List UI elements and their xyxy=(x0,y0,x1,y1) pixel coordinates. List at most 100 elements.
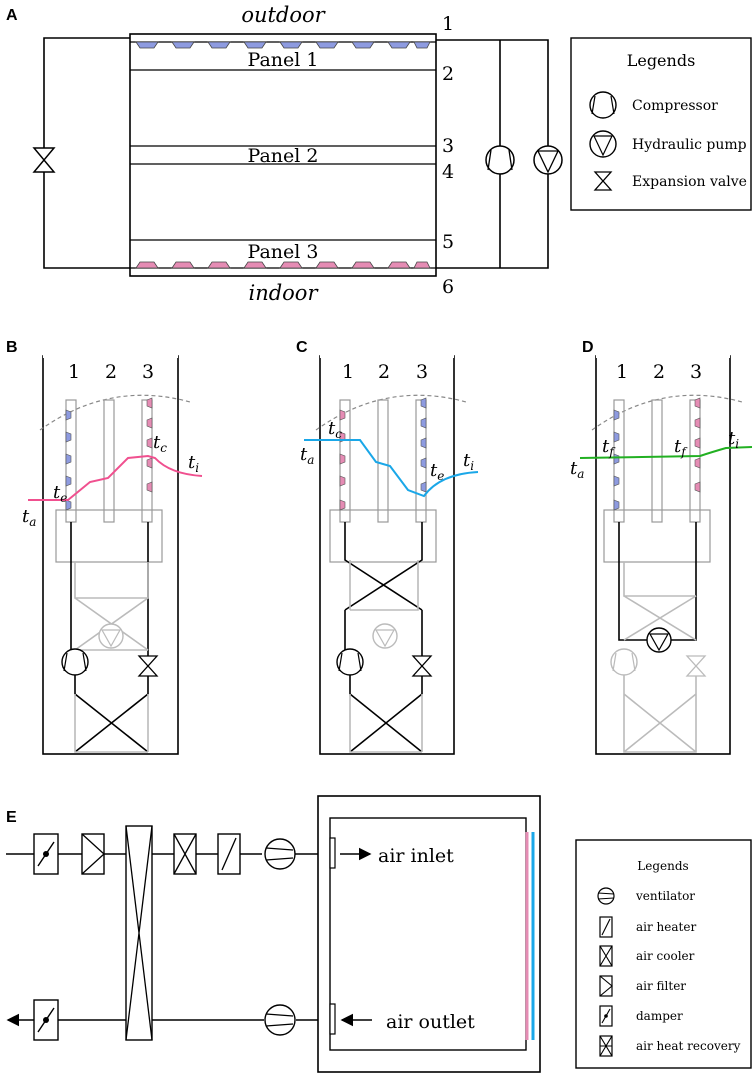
b-ta: t xyxy=(22,506,30,527)
c-tc-sub: c xyxy=(335,427,342,441)
svg-text:ti: ti xyxy=(463,450,474,473)
svg-text:tc: tc xyxy=(328,418,342,441)
panel-label-a: A xyxy=(6,7,18,24)
svg-text:tc: tc xyxy=(153,432,167,455)
air-heat-recovery-unit-icon xyxy=(125,825,153,1041)
legend-air-filter-label: air filter xyxy=(636,979,686,993)
panel-2-label: Panel 2 xyxy=(248,145,319,167)
d-col-3: 3 xyxy=(690,361,702,383)
b-tc: t xyxy=(153,432,161,453)
d-pump-icon xyxy=(646,627,672,653)
c-ta: t xyxy=(300,444,308,465)
compressor-icon xyxy=(485,145,515,175)
exhaust-damper-icon xyxy=(33,999,59,1041)
panel-label-d: D xyxy=(582,339,594,356)
legend-hydraulic-pump-label: Hydraulic pump xyxy=(632,137,747,153)
c-tc: t xyxy=(328,418,336,439)
indoor-fins xyxy=(135,261,431,269)
diagram-c: C 1 2 3 ta tc te ti xyxy=(296,339,479,755)
c-col-2: 2 xyxy=(378,361,390,383)
layer-number-3: 3 xyxy=(442,135,454,157)
air-inlet-label: air inlet xyxy=(378,845,454,867)
legend-damper-label: damper xyxy=(636,1009,683,1023)
c-valve-icon xyxy=(411,655,433,677)
supply-ventilator-icon xyxy=(264,838,296,870)
legend-expansion-valve-icon xyxy=(593,171,613,191)
hydraulic-pump-icon xyxy=(533,145,563,175)
air-heater-unit-icon xyxy=(217,833,241,875)
legend-a-title: Legends xyxy=(627,51,696,70)
diagram-a: A xyxy=(6,3,563,305)
outdoor-label: outdoor xyxy=(241,3,326,27)
b-te-sub: e xyxy=(60,491,67,505)
left-refrigerant-loop xyxy=(43,37,130,269)
wall-box xyxy=(129,33,437,277)
legend-ventilator-label: ventilator xyxy=(635,889,695,903)
layer-numbers: 1 2 3 4 5 6 xyxy=(442,13,454,298)
legend-ventilator-icon xyxy=(597,887,615,905)
b-col-1: 1 xyxy=(68,361,80,383)
panel-3-label: Panel 3 xyxy=(248,241,319,263)
legend-a: Legends Compressor Hydraulic pump Expans… xyxy=(570,37,752,211)
d-tf2-sub: f xyxy=(680,445,688,459)
svg-text:ti: ti xyxy=(188,452,199,475)
legend-e: Legends ventilator air heater air cooler… xyxy=(575,839,752,1069)
diagram-e: E xyxy=(6,795,541,1073)
svg-text:tf: tf xyxy=(674,436,688,459)
panel-label-e: E xyxy=(6,809,17,826)
b-te: t xyxy=(53,482,61,503)
c-ti-sub: i xyxy=(470,459,474,473)
c-te-sub: e xyxy=(437,469,444,483)
legend-air-filter-icon xyxy=(599,975,613,997)
c-ta-sub: a xyxy=(307,453,314,467)
d-tf2: t xyxy=(674,436,682,457)
air-outlet-grille xyxy=(329,1003,336,1035)
diagram-b: B 1 2 3 ta te tc ti xyxy=(6,339,203,755)
panel-label-b: B xyxy=(6,339,18,356)
d-ti: t xyxy=(728,428,736,449)
b-valve-icon xyxy=(137,655,159,677)
d-valve-icon xyxy=(685,655,707,677)
b-fins-right xyxy=(146,397,153,493)
d-col-1: 1 xyxy=(616,361,628,383)
b-compressor-icon xyxy=(61,648,89,676)
panel-1-label: Panel 1 xyxy=(248,49,319,71)
diagram-d: D 1 2 3 ta tf tf ti xyxy=(570,339,753,755)
outdoor-fins xyxy=(135,41,431,49)
air-cooler-unit-icon xyxy=(173,833,197,875)
room xyxy=(317,795,541,1073)
b-col-3: 3 xyxy=(142,361,154,383)
c-te: t xyxy=(430,460,438,481)
svg-text:te: te xyxy=(53,482,67,505)
indoor-label: indoor xyxy=(248,281,319,305)
layer-number-6: 6 xyxy=(442,276,454,298)
exhaust-ventilator-icon xyxy=(264,1004,296,1036)
b-temperature-curve xyxy=(28,454,203,501)
c-compressor-icon xyxy=(336,648,364,676)
air-filter-unit-icon xyxy=(81,833,105,875)
c-col-3: 3 xyxy=(416,361,428,383)
layer-number-4: 4 xyxy=(442,161,454,183)
layer-number-1: 1 xyxy=(442,13,454,35)
legend-compressor-label: Compressor xyxy=(632,98,718,114)
svg-text:ta: ta xyxy=(300,444,314,467)
air-outlet-label: air outlet xyxy=(386,1011,475,1033)
svg-text:ti: ti xyxy=(728,428,739,451)
d-ta: t xyxy=(570,458,578,479)
legend-expansion-valve-label: Expansion valve xyxy=(632,174,747,190)
svg-text:te: te xyxy=(430,460,444,483)
d-col-2: 2 xyxy=(653,361,665,383)
b-ta-sub: a xyxy=(29,515,36,529)
c-col-1: 1 xyxy=(342,361,354,383)
legend-air-heat-recovery-icon xyxy=(599,1035,613,1057)
legend-air-heater-label: air heater xyxy=(636,920,696,934)
d-compressor-icon xyxy=(610,648,638,676)
legend-e-title: Legends xyxy=(637,859,688,873)
d-ta-sub: a xyxy=(577,467,584,481)
expansion-valve-icon xyxy=(32,147,56,173)
panel-label-c: C xyxy=(296,339,308,356)
layer-number-2: 2 xyxy=(442,63,454,85)
c-ti: t xyxy=(463,450,471,471)
legend-hydraulic-pump-icon xyxy=(589,130,617,158)
